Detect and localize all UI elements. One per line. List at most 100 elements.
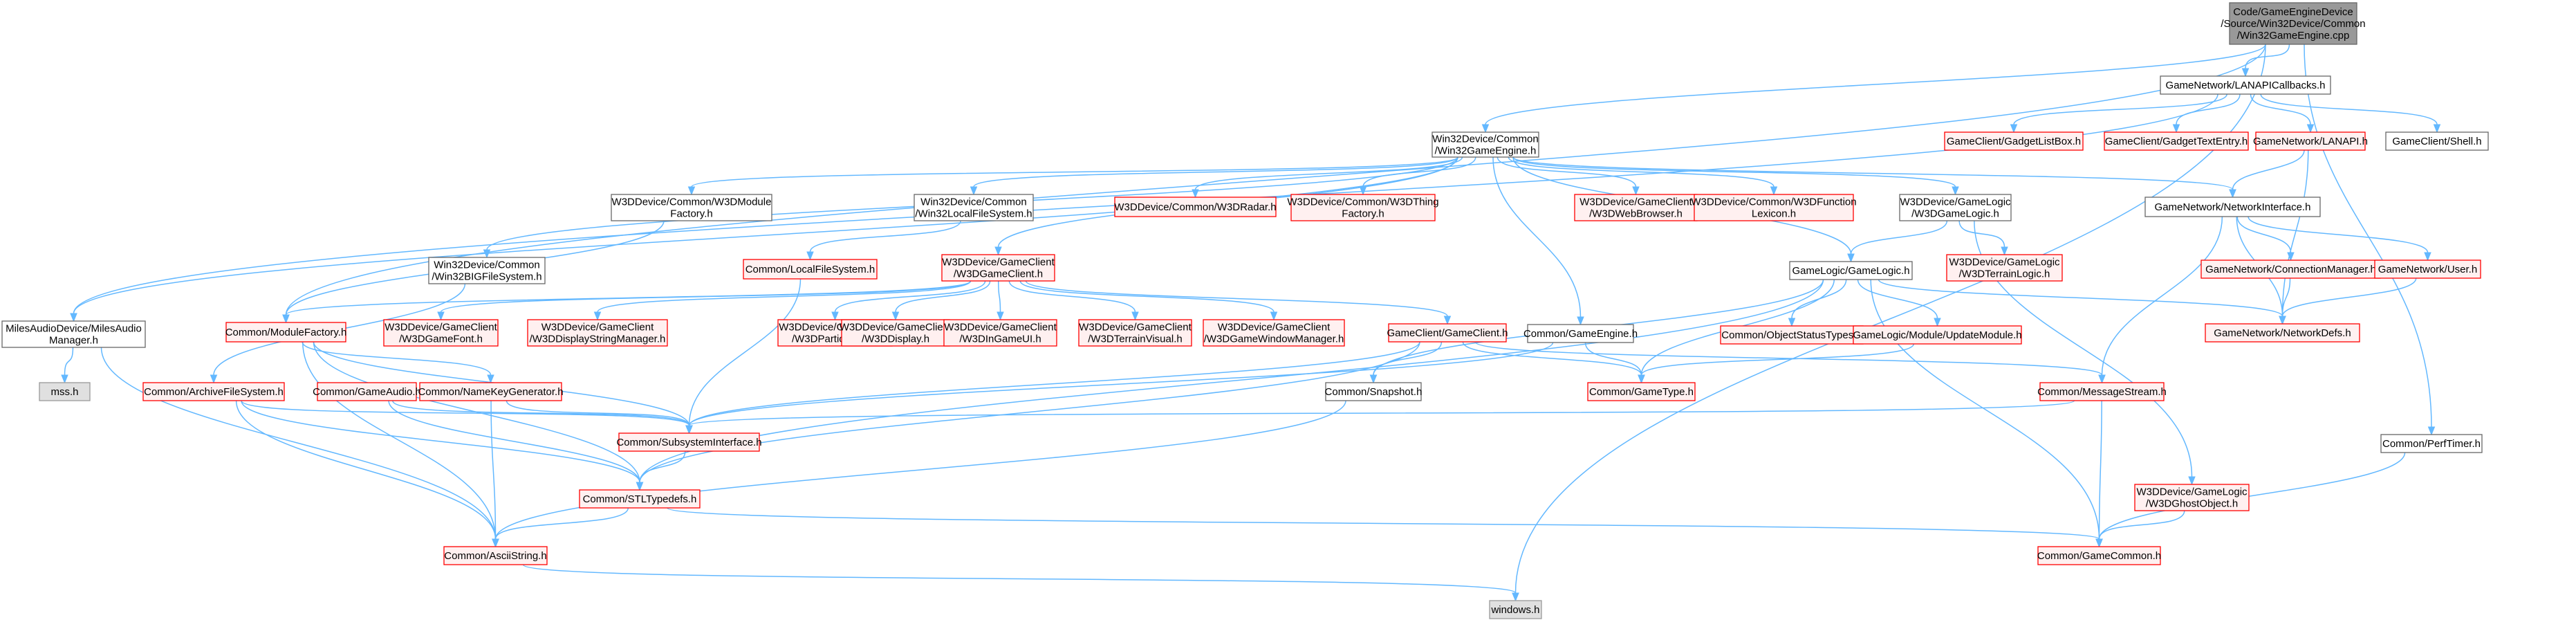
node-w3dradar[interactable]: W3DDevice/Common/W3DRadar.h xyxy=(1114,197,1277,217)
node-box xyxy=(1,320,146,348)
edge-layer xyxy=(61,44,2441,602)
node-box xyxy=(1587,382,1696,401)
node-archivefs[interactable]: Common/ArchiveFileSystem.h xyxy=(142,382,285,401)
edge-w3dgameclient-to-gameclient xyxy=(1025,280,1452,325)
edge-gamelogic-to-gamecommon xyxy=(1870,279,2103,548)
node-netdefs[interactable]: GameNetwork/NetworkDefs.h xyxy=(2205,323,2360,343)
edge-w3dgameclient-to-w3dterrainvis xyxy=(1008,280,1139,321)
node-gameengine[interactable]: Common/GameEngine.h xyxy=(1523,324,1638,343)
node-w3dterrainvis[interactable]: W3DDevice/GameClient/W3DTerrainVisual.h xyxy=(1078,319,1192,347)
node-label: W3DDevice/GameLogic xyxy=(1949,257,2060,268)
node-w3ddisplay[interactable]: W3DDevice/GameClient/W3DDisplay.h xyxy=(840,319,952,347)
node-snapshot[interactable]: Common/Snapshot.h xyxy=(1325,382,1423,401)
node-box xyxy=(914,194,1034,221)
node-box xyxy=(2200,259,2381,279)
node-label: Factory.h xyxy=(1342,208,1384,220)
node-modfac[interactable]: Common/ModuleFactory.h xyxy=(225,322,347,343)
node-label: windows.h xyxy=(1490,604,1539,616)
node-box xyxy=(941,254,1055,282)
edge-lanapi_cb-to-gadget_text xyxy=(2172,93,2241,134)
node-w3dwinmgr[interactable]: W3DDevice/GameClient/W3DGameWindowManage… xyxy=(1203,319,1345,347)
edge-w3dgameclient-to-w3dinui xyxy=(997,280,1004,321)
node-label: /W3DWebBrowser.h xyxy=(1589,208,1683,220)
node-box xyxy=(611,194,772,221)
node-stltypedefs[interactable]: Common/STLTypedefs.h xyxy=(579,489,701,509)
edge-w32ge-to-w3dfunc xyxy=(1508,156,1778,196)
node-box xyxy=(1527,324,1634,343)
node-label: Common/GameAudio.h xyxy=(313,386,421,398)
node-label: W3DDevice/GameLogic xyxy=(2136,486,2248,498)
node-gameaudio[interactable]: Common/GameAudio.h xyxy=(313,382,421,401)
node-box xyxy=(225,322,346,343)
edge-lanapi-to-netif xyxy=(2229,149,2305,199)
node-w32lfs[interactable]: Win32Device/Common/Win32LocalFileSystem.… xyxy=(914,194,1034,221)
node-lfs[interactable]: Common/LocalFileSystem.h xyxy=(743,259,878,280)
edge-netif-to-netuser xyxy=(2248,216,2431,262)
node-perftimer[interactable]: Common/PerfTimer.h xyxy=(2380,434,2483,453)
node-box xyxy=(2229,2,2357,45)
node-w3dweb[interactable]: W3DDevice/GameClient/W3DWebBrowser.h xyxy=(1574,194,1698,221)
node-gadget_text[interactable]: GameClient/GadgetTextEntry.h xyxy=(2104,131,2249,151)
node-label: /W3DTerrainVisual.h xyxy=(1088,334,1182,345)
edge-namekey-to-subsys xyxy=(506,400,693,435)
node-ghostobj[interactable]: W3DDevice/GameLogic/W3DGhostObject.h xyxy=(2134,484,2250,511)
node-namekey[interactable]: Common/NameKeyGenerator.h xyxy=(418,382,564,401)
node-netuser[interactable]: GameNetwork/User.h xyxy=(2374,259,2481,279)
node-gamelogic[interactable]: GameLogic/GameLogic.h xyxy=(1789,261,1913,280)
node-gameclient[interactable]: GameClient/GameClient.h xyxy=(1387,323,1508,343)
edge-stltypedefs-to-gamecommon xyxy=(667,507,2103,548)
edge-netif-to-connmgr xyxy=(2236,216,2295,262)
node-lanapi_cb[interactable]: GameNetwork/LANAPICallbacks.h xyxy=(2160,75,2331,95)
node-box xyxy=(39,382,91,401)
node-gamecommon[interactable]: Common/GameCommon.h xyxy=(2037,546,2161,565)
node-w3dgameclient[interactable]: W3DDevice/GameClient/W3DGameClient.h xyxy=(941,254,1055,282)
node-windows[interactable]: windows.h xyxy=(1489,600,1542,619)
node-w32ge[interactable]: Win32Device/Common/Win32GameEngine.h xyxy=(1431,131,1539,158)
node-label: Common/SubsystemInterface.h xyxy=(616,437,761,448)
edge-w32ge-to-w3dthing xyxy=(1359,156,1476,196)
node-gametype[interactable]: Common/GameType.h xyxy=(1587,382,1696,401)
node-label: MilesAudioDevice/MilesAudio xyxy=(6,323,142,335)
edge-w32ge-to-netif xyxy=(1512,156,2236,199)
node-updatemod[interactable]: GameLogic/Module/UpdateModule.h xyxy=(1853,325,2022,345)
node-w3dterrainlogic[interactable]: W3DDevice/GameLogic/W3DTerrainLogic.h xyxy=(1946,254,2063,282)
edge-w3dgameclient-to-w3dparticle xyxy=(831,280,986,321)
node-label: /W3DGameLogic.h xyxy=(1911,208,1999,220)
node-box xyxy=(1114,197,1277,217)
node-label: GameLogic/GameLogic.h xyxy=(1792,265,1909,277)
node-label: Common/NameKeyGenerator.h xyxy=(418,386,563,398)
node-mss[interactable]: mss.h xyxy=(39,382,91,401)
edge-w3dgamelogic-to-w3dterrainlogic xyxy=(1958,220,2008,256)
node-w3dfont[interactable]: W3DDevice/GameClient/W3DGameFont.h xyxy=(383,319,499,347)
node-box xyxy=(2205,323,2360,343)
edge-lanapi_cb-to-lanapi xyxy=(2250,93,2315,134)
edge-w32ge-to-w3dmodfac xyxy=(687,156,1458,196)
node-box xyxy=(2144,197,2321,217)
node-w32big[interactable]: Win32Device/Common/Win32BIGFileSystem.h xyxy=(428,257,546,284)
node-lanapi[interactable]: GameNetwork/LANAPI.h xyxy=(2253,131,2368,151)
node-box xyxy=(1203,319,1345,347)
node-label: GameNetwork/ConnectionManager.h xyxy=(2205,264,2376,275)
node-w3dgamelogic[interactable]: W3DDevice/GameLogic/W3DGameLogic.h xyxy=(1899,194,2012,221)
node-connmgr[interactable]: GameNetwork/ConnectionManager.h xyxy=(2200,259,2381,279)
node-msgstream[interactable]: Common/MessageStream.h xyxy=(2037,382,2167,401)
node-gadget_listbox[interactable]: GameClient/GadgetListBox.h xyxy=(1944,131,2084,151)
node-box xyxy=(1720,325,1864,345)
node-label: Win32Device/Common xyxy=(434,259,539,271)
node-w3ddsm[interactable]: W3DDevice/GameClient/W3DDisplayStringMan… xyxy=(527,319,668,347)
node-shell[interactable]: GameClient/Shell.h xyxy=(2385,131,2489,151)
node-netif[interactable]: GameNetwork/NetworkInterface.h xyxy=(2144,197,2321,217)
node-box xyxy=(2104,131,2249,151)
node-subsys[interactable]: Common/SubsystemInterface.h xyxy=(616,432,762,452)
node-label: /Source/Win32Device/Common xyxy=(2221,18,2365,30)
node-asciistring[interactable]: Common/AsciiString.h xyxy=(443,546,548,565)
node-objstatus[interactable]: Common/ObjectStatusTypes.h xyxy=(1720,325,1864,345)
node-box xyxy=(1789,261,1913,280)
node-w3dinui[interactable]: W3DDevice/GameClient/W3DInGameUI.h xyxy=(943,319,1057,347)
node-label: Common/ObjectStatusTypes.h xyxy=(1721,329,1862,341)
